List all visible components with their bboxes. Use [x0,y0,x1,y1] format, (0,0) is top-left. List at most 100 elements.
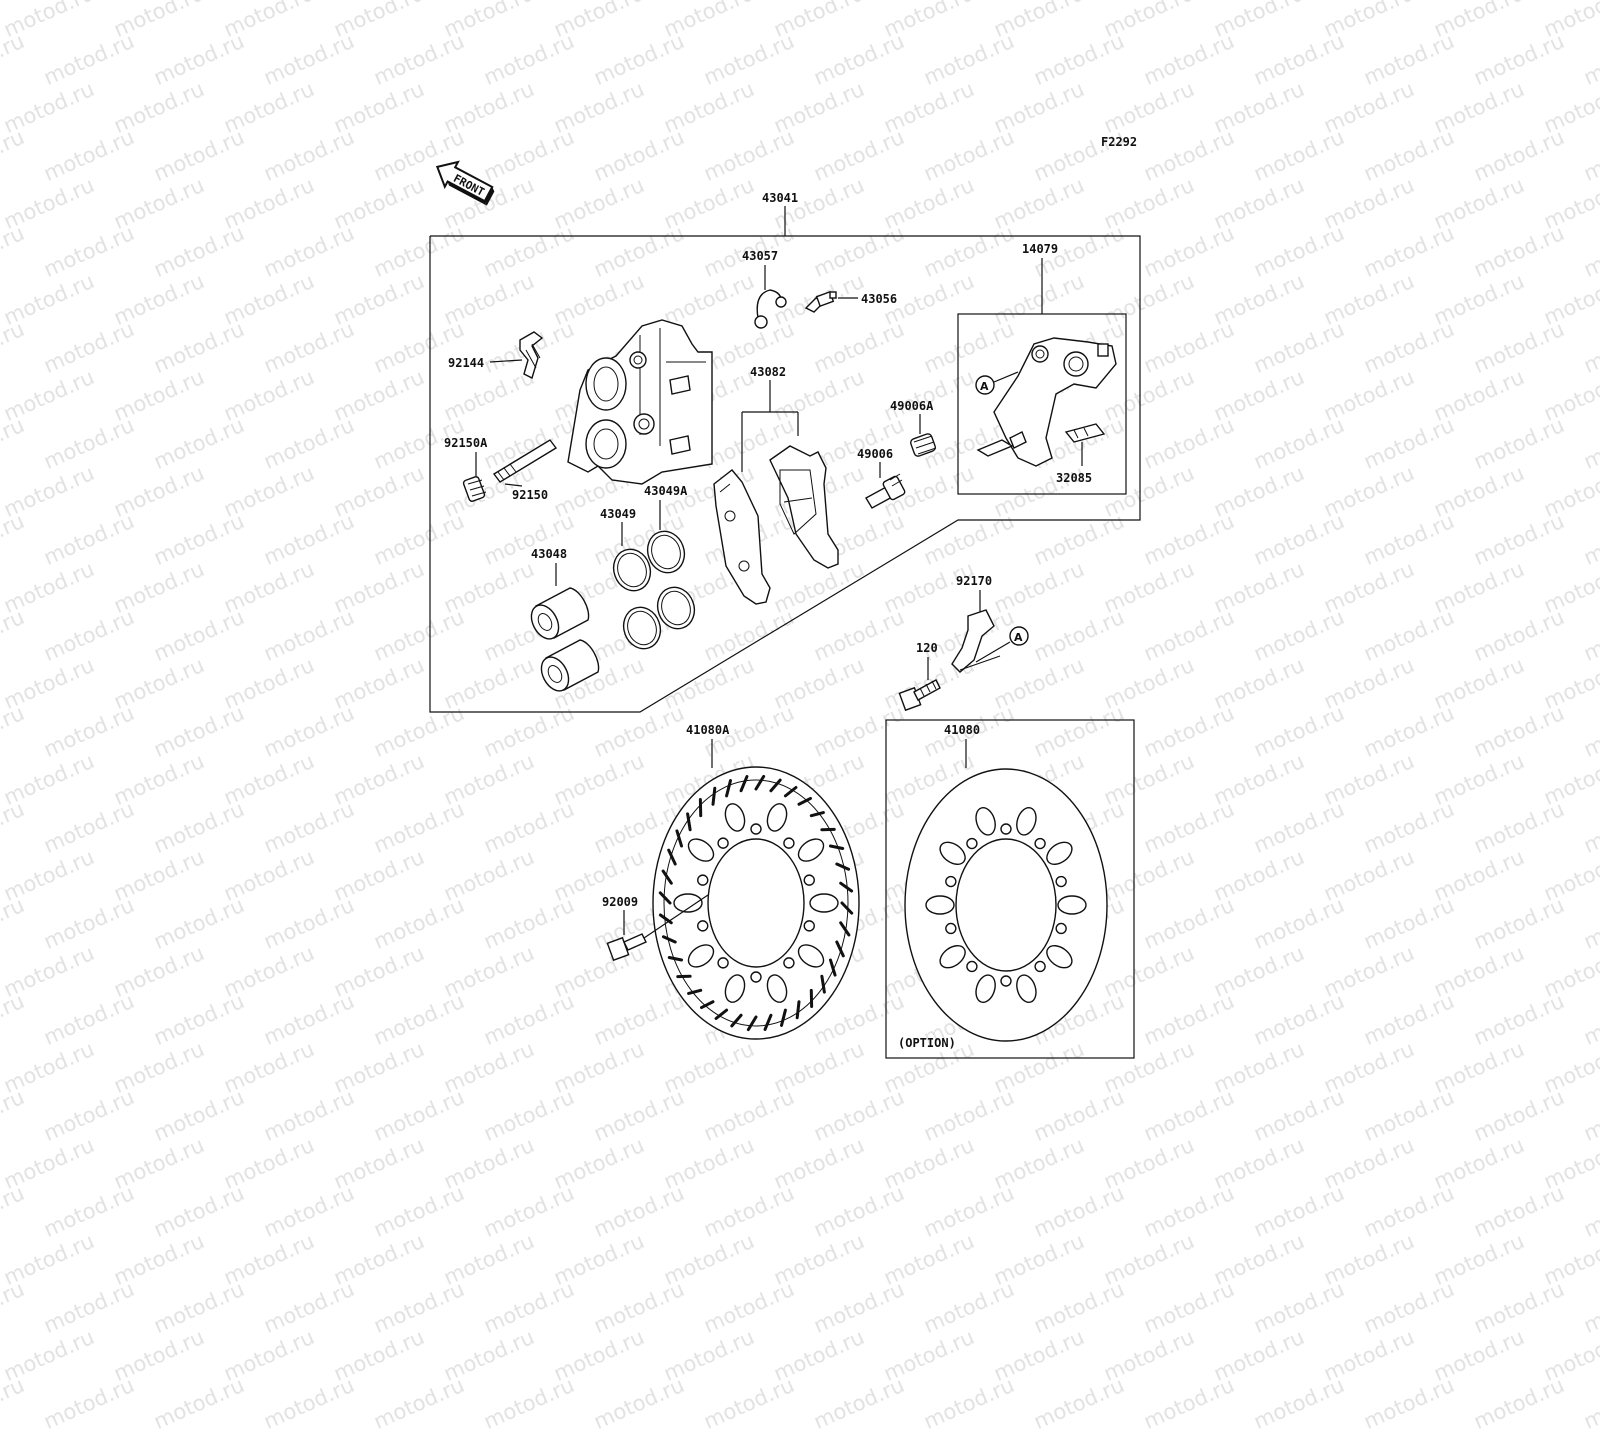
label-43082: 43082 [750,365,786,379]
watermark-text: motod.ru [1140,1277,1238,1338]
label-49006A: 49006A [890,399,934,413]
label-92144: 92144 [448,356,484,370]
watermark-text: motod.ru [990,1325,1088,1386]
watermark-text: motod.ru [0,1325,98,1386]
disc-bolt-hole [804,875,814,885]
label-43057: 43057 [742,249,778,263]
watermark-text: motod.ru [480,1373,578,1434]
disc-bolt-hole [718,838,728,848]
watermark-text: motod.ru [0,1277,28,1338]
front-arrow-icon: FRONT [431,154,499,208]
disc-bolt-hole [967,961,977,971]
disc-bolt-hole [698,875,708,885]
label-32085: 32085 [1056,471,1092,485]
bleeder-valve-43056 [806,292,836,312]
watermark-text: motod.ru [1030,1277,1128,1338]
brake-pad-outer [714,470,770,604]
bolt-120 [899,680,940,710]
watermark-text: motod.ru [1540,1229,1600,1290]
disc-bolt-hole [1056,877,1066,887]
label-43049: 43049 [600,507,636,521]
watermark-text: motod.ru [1250,1277,1348,1338]
watermark-text: motod.ru [0,1229,98,1290]
watermark-text: motod.ru [1030,1373,1128,1434]
watermark-text: motod.ru [770,1229,868,1290]
disc-bolt-hole [1001,976,1011,986]
watermark-text: motod.ru [550,1229,648,1290]
watermark-text: motod.ru [1470,1373,1568,1434]
label-43056: 43056 [861,292,897,306]
brake-assembly-drawing: F2292 FRONT 43041 43057 43056 92144 [0,0,1600,1200]
watermark-text: motod.ru [260,1277,358,1338]
bleeder-cap-43057 [755,290,786,328]
watermark-text: motod.ru [110,1325,208,1386]
disc-bolt-hole [751,972,761,982]
disc-bolt-hole [967,839,977,849]
watermark-text: motod.ru [1580,1373,1600,1434]
disc-bolt-hole [1035,839,1045,849]
watermark-text: motod.ru [1320,1325,1418,1386]
label-43041: 43041 [762,191,798,205]
disc-cutout [810,894,838,912]
disc-bolt-hole [946,877,956,887]
watermark-text: motod.ru [1360,1373,1458,1434]
watermark-text: motod.ru [1140,1373,1238,1434]
watermark-text: motod.ru [0,1373,28,1434]
watermark-text: motod.ru [1210,1325,1308,1386]
disc-bolt-hole [804,921,814,931]
piston-43048-lower [536,640,599,696]
brake-disc-41080-option [905,769,1107,1041]
watermark-text: motod.ru [220,1229,318,1290]
disc-cutout [1058,896,1086,914]
watermark-text: motod.ru [660,1229,758,1290]
watermark-text: motod.ru [1540,1325,1600,1386]
pad-pin-92150 [494,440,556,482]
label-92150: 92150 [512,488,548,502]
retainer-clip-32085 [1066,424,1104,442]
watermark-text: motod.ru [480,1277,578,1338]
watermark-text: motod.ru [370,1373,468,1434]
disc-bolt-hole [946,923,956,933]
watermark-text: motod.ru [660,1325,758,1386]
brake-pad-inner [770,446,838,568]
watermark-text: motod.ru [440,1325,538,1386]
boot-49006A [910,433,937,457]
watermark-text: motod.ru [440,1229,538,1290]
disc-cutout [674,894,702,912]
label-41080A: 41080A [686,723,730,737]
label-43049A: 43049A [644,484,688,498]
watermark-text: motod.ru [1100,1229,1198,1290]
watermark-text: motod.ru [810,1277,908,1338]
watermark-text: motod.ru [1210,1229,1308,1290]
watermark-text: motod.ru [1320,1229,1418,1290]
watermark-text: motod.ru [1360,1277,1458,1338]
watermark-text: motod.ru [40,1277,138,1338]
watermark-text: motod.ru [810,1373,908,1434]
watermark-text: motod.ru [150,1277,248,1338]
disc-bolt-hole [751,824,761,834]
watermark-text: motod.ru [770,1325,868,1386]
label-41080: 41080 [944,723,980,737]
pin-plug-92150A [463,476,486,502]
brake-disc-41080A [653,767,859,1039]
watermark-text: motod.ru [920,1277,1018,1338]
watermark-text: motod.ru [1250,1373,1348,1434]
watermark-text: motod.ru [990,1229,1088,1290]
watermark-text: motod.ru [700,1277,798,1338]
disc-bolt-hole [718,958,728,968]
watermark-text: motod.ru [880,1325,978,1386]
watermark-text: motod.ru [1430,1325,1528,1386]
watermark-text: motod.ru [330,1325,428,1386]
disc-bolt-hole [1001,824,1011,834]
slide-pin-49006 [866,474,906,508]
label-49006: 49006 [857,447,893,461]
marker-a-label-2: A [1014,631,1023,644]
disc-bolt-92009 [607,934,646,960]
disc-bolt-hole [784,838,794,848]
disc-bolt-hole [698,921,708,931]
piston-43048-upper [526,588,589,644]
label-92009: 92009 [602,895,638,909]
marker-a-label: A [980,380,989,393]
watermark-text: motod.ru [260,1373,358,1434]
watermark-text: motod.ru [330,1229,428,1290]
